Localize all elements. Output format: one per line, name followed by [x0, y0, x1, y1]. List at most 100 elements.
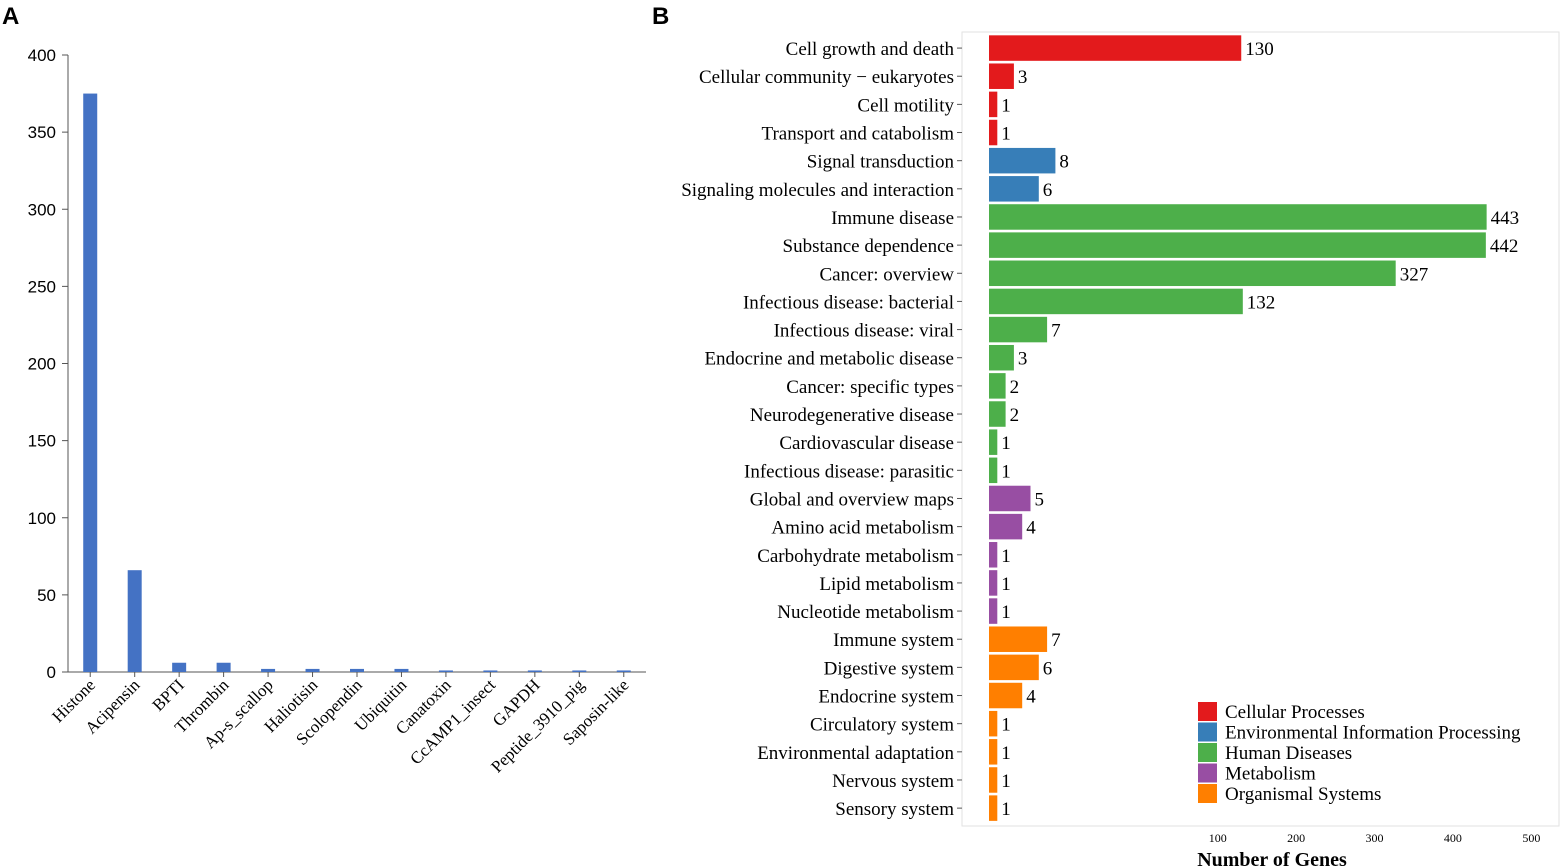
- panel-b-category-label: Amino acid metabolism: [771, 518, 954, 539]
- legend-swatch: [1198, 763, 1217, 783]
- panel-b-x-tick-label: 300: [1366, 831, 1384, 845]
- panel-b-category-label: Substance dependence: [783, 236, 954, 257]
- panel-b-bar: [989, 626, 1048, 652]
- panel-b-x-tick-label: 200: [1287, 831, 1305, 845]
- panel-a-bar: [83, 93, 98, 672]
- panel-b-bar: [989, 176, 1039, 202]
- legend-swatch: [1198, 722, 1217, 742]
- legend-entry-label: Cellular Processes: [1225, 702, 1365, 723]
- panel-b-category-label: Cancer: overview: [819, 264, 954, 285]
- panel-b-x-ticks: 100 200 300 400 500: [1209, 831, 1541, 845]
- panel-b-category-label: Signaling molecules and interaction: [681, 180, 954, 201]
- panel-a-bar: [172, 662, 187, 672]
- panel-b-bar: [989, 373, 1006, 399]
- panel-b-category-label: Immune system: [833, 630, 954, 651]
- panel-a-bar: [216, 662, 231, 672]
- panel-b-category-label: Endocrine system: [818, 687, 954, 708]
- panel-a-y-tick-label: 300: [28, 200, 56, 219]
- panel-b-category-label: Transport and catabolism: [762, 124, 955, 145]
- panel-b-bar: [989, 457, 998, 484]
- panel-b-category-label: Environmental adaptation: [757, 743, 954, 764]
- panel-b-value-label: 1: [1001, 574, 1011, 595]
- legend-swatch: [1198, 743, 1217, 762]
- panel-b-bar: [989, 710, 998, 737]
- panel-b-bar: [989, 288, 1243, 315]
- panel-b-value-label: 443: [1491, 208, 1520, 229]
- panel-b-value-label: 1: [1001, 602, 1011, 623]
- panel-b-plot-frame: [961, 31, 1560, 827]
- panel-a-bar: [394, 668, 409, 672]
- legend-swatch: [1198, 784, 1217, 803]
- panel-b-x-tick-label: 400: [1444, 831, 1462, 845]
- panel-b-bar: [989, 204, 1487, 230]
- panel-a-bar: [483, 670, 498, 672]
- panel-b-category-label: Immune disease: [831, 208, 954, 229]
- panel-b-value-label: 1: [1001, 461, 1011, 482]
- panel-a-bar: [350, 668, 364, 672]
- panel-a-bar: [616, 670, 631, 672]
- panel-a-y-tick-label: 350: [28, 123, 56, 142]
- panel-b-category-label: Signal transduction: [807, 152, 955, 173]
- panel-b-category-label: Lipid metabolism: [819, 574, 954, 595]
- panel-b-x-tick-label: 100: [1209, 831, 1227, 845]
- panel-b-category-label: Carbohydrate metabolism: [757, 546, 954, 567]
- panel-b-value-label: 1: [1001, 715, 1011, 736]
- panel-a-bars: [83, 93, 631, 672]
- panel-b-bar: [989, 654, 1039, 681]
- panel-b-value-label: 1: [1001, 743, 1011, 764]
- panel-b-bar: [989, 429, 998, 455]
- panel-a-bar: [572, 670, 587, 672]
- panel-b-value-label: 442: [1490, 236, 1519, 257]
- panel-b-value-label: 1: [1001, 799, 1011, 820]
- panel-b-value-label: 6: [1043, 658, 1053, 679]
- panel-b-bar: [989, 767, 998, 793]
- panel-b-bar: [989, 344, 1014, 371]
- panel-b-category-label: Infectious disease: viral: [774, 321, 954, 342]
- panel-b-value-label: 3: [1018, 67, 1028, 88]
- panel-b-value-label: 1: [1001, 771, 1011, 792]
- legend-entry-label: Organismal Systems: [1225, 784, 1381, 805]
- legend-entry-label: Metabolism: [1225, 764, 1316, 785]
- panel-b-category-label: Neurodegenerative disease: [750, 405, 954, 426]
- panel-b-bar: [989, 513, 1023, 540]
- panel-b-bar: [989, 260, 1396, 287]
- panel-b-value-label: 1: [1001, 95, 1011, 116]
- panel-b-bar: [989, 795, 998, 821]
- panel-b-bar: [989, 63, 1014, 89]
- panel-b-category-label: Cancer: specific types: [786, 377, 954, 398]
- panel-b-value-label: 2: [1010, 405, 1020, 426]
- panel-b-category-label: Infectious disease: parasitic: [744, 461, 954, 482]
- panel-b-category-label: Nucleotide metabolism: [777, 602, 954, 623]
- panel-a-bar: [527, 670, 542, 672]
- panel-b-x-tick-label: 500: [1522, 831, 1540, 845]
- panel-b-bar: [989, 232, 1486, 258]
- panel-b-category-label: Digestive system: [824, 658, 955, 679]
- panel-b-bar: [989, 598, 998, 624]
- panel-b-bar: [989, 570, 998, 596]
- panel-a-y-tick-label: 250: [28, 277, 56, 296]
- legend-entry-label: Human Diseases: [1225, 743, 1352, 764]
- legend-swatch: [1198, 702, 1217, 721]
- panel-b-category-label: Sensory system: [835, 799, 954, 820]
- panel-a-y-tick-label: 0: [47, 663, 56, 682]
- panel-a-bar: [305, 668, 320, 672]
- panel-b-bar: [989, 542, 998, 568]
- panel-b-category-label: Global and overview maps: [750, 489, 954, 510]
- panel-b-category-label: Cardiovascular disease: [779, 433, 954, 454]
- panel-a-y-tick-label: 400: [28, 46, 56, 65]
- panel-a-y-tick-label: 100: [28, 509, 56, 528]
- panel-b-value-label: 327: [1400, 264, 1429, 285]
- panel-b-value-label: 1: [1001, 124, 1011, 145]
- panel-b-value-label: 1: [1001, 433, 1011, 454]
- panel-a-bar: [261, 668, 276, 672]
- panel-b-bar: [989, 91, 998, 118]
- legend-entry-label: Environmental Information Processing: [1225, 723, 1521, 744]
- panel-b-value-label: 130: [1245, 39, 1274, 60]
- panel-b-value-label: 4: [1026, 518, 1036, 539]
- panel-b-value-label: 6: [1043, 180, 1053, 201]
- panel-b-value-label: 8: [1059, 152, 1069, 173]
